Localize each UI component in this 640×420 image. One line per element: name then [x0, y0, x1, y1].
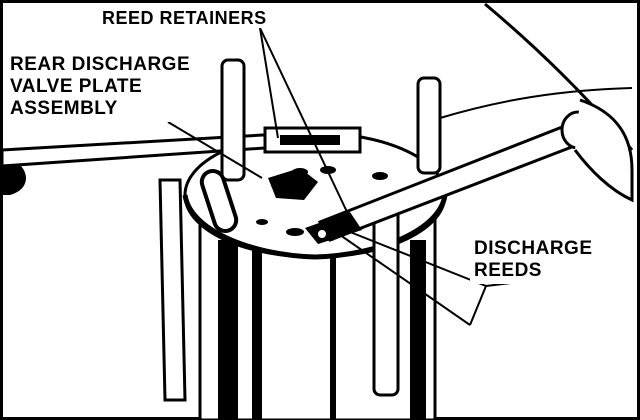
label-rear-line-1: REAR DISCHARGE [10, 54, 191, 75]
label-rear-discharge-valve-plate: REAR DISCHARGE VALVE PLATE ASSEMBLY [6, 52, 195, 122]
leader-lines [167, 27, 521, 326]
studs [158, 58, 442, 402]
label-reed-retainers: REED RETAINERS [98, 8, 271, 28]
label-reeds-line-1: DISCHARGE [474, 238, 593, 259]
label-rear-line-3: ASSEMBLY [10, 98, 118, 119]
label-discharge-reeds: DISCHARGE REEDS [470, 236, 597, 284]
label-rear-line-2: VALVE PLATE [10, 76, 143, 97]
pry-tool [305, 98, 634, 244]
label-reeds-line-2: REEDS [474, 260, 542, 281]
